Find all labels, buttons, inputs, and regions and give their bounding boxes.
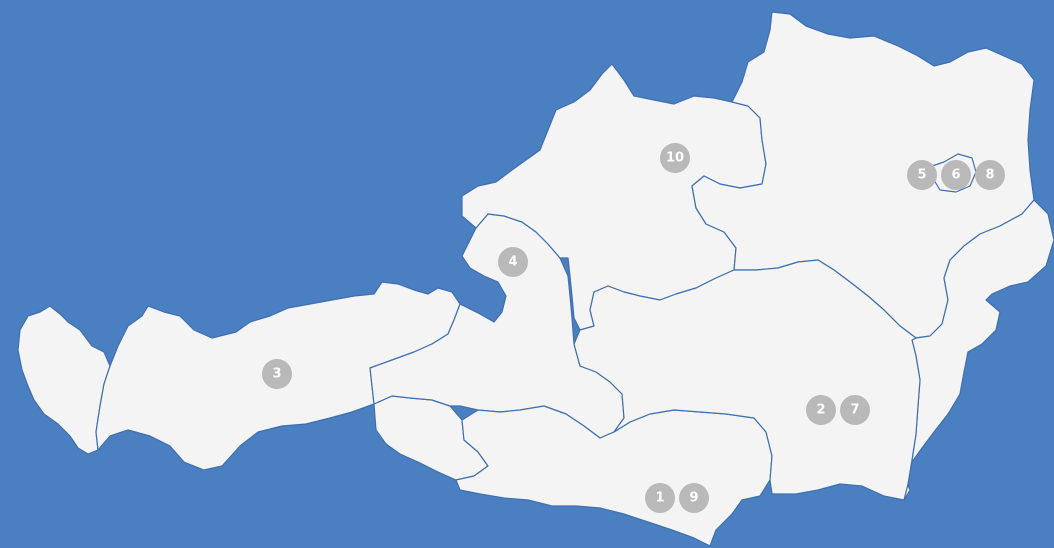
marker-10-label: 10 [666, 151, 684, 166]
marker-2-label: 2 [816, 403, 825, 418]
marker-10-circle [660, 143, 690, 173]
marker-7-label: 7 [850, 403, 859, 418]
marker-1[interactable]: 1 [645, 483, 675, 513]
marker-4[interactable]: 4 [498, 247, 528, 277]
marker-8[interactable]: 8 [975, 160, 1005, 190]
marker-3-circle [262, 359, 292, 389]
marker-7[interactable]: 7 [840, 395, 870, 425]
marker-5-label: 5 [917, 168, 926, 183]
marker-4-circle [498, 247, 528, 277]
marker-8-circle [975, 160, 1005, 190]
region-styria[interactable] [573, 259, 921, 501]
marker-9-label: 9 [689, 491, 698, 506]
marker-7-circle [840, 395, 870, 425]
marker-1-circle [645, 483, 675, 513]
marker-5[interactable]: 5 [907, 160, 937, 190]
marker-9[interactable]: 9 [679, 483, 709, 513]
marker-1-label: 1 [655, 491, 664, 506]
marker-2-circle [806, 395, 836, 425]
marker-10[interactable]: 10 [660, 143, 690, 173]
marker-9-circle [679, 483, 709, 513]
marker-6-label: 6 [951, 168, 960, 183]
marker-4-label: 4 [508, 255, 517, 270]
marker-3[interactable]: 3 [262, 359, 292, 389]
marker-2[interactable]: 2 [806, 395, 836, 425]
marker-5-circle [907, 160, 937, 190]
marker-6[interactable]: 6 [941, 160, 971, 190]
marker-6-circle [941, 160, 971, 190]
marker-3-label: 3 [272, 367, 281, 382]
marker-8-label: 8 [985, 168, 994, 183]
